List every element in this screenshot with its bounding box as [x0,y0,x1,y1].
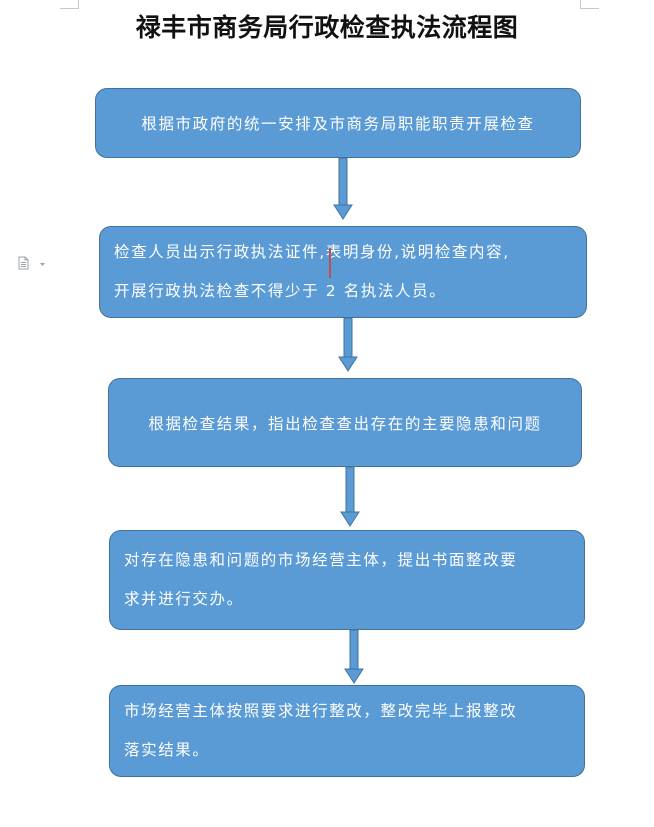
arrow-down-icon [338,318,358,372]
page-title: 禄丰市商务局行政检查执法流程图 [135,13,519,42]
flow-step-5-line-1: 市场经营主体按照要求进行整改，整改完毕上报整改 [124,702,518,720]
flow-step-1-text: 根据市政府的统一安排及市商务局职能职责开展检查 [141,115,535,133]
flow-step-2[interactable]: 检查人员出示行政执法证件,表明身份,说明检查内容, 开展行政执法检查不得少于 2… [99,226,587,318]
flow-step-2-line-1: 检查人员出示行政执法证件,表明身份,说明检查内容, [114,243,510,261]
flow-step-4-line-2: 求并进行交办。 [124,590,244,608]
flow-step-3[interactable]: 根据检查结果，指出检查查出存在的主要隐患和问题 [108,378,582,467]
paste-options-icon[interactable] [18,256,48,270]
flow-step-2-line-2: 开展行政执法检查不得少于 2 名执法人员。 [114,282,447,300]
page-corner-mark-right [580,0,599,9]
flow-step-5-line-2: 落实结果。 [124,741,210,759]
page-corner-mark-left [60,0,79,9]
flow-step-3-text: 根据检查结果，指出检查查出存在的主要隐患和问题 [148,414,542,433]
flow-step-4-line-1: 对存在隐患和问题的市场经营主体，提出书面整改要 [124,551,518,569]
arrow-down-icon [340,467,360,527]
arrow-down-icon [333,158,353,220]
text-cursor [329,248,331,278]
flow-step-4[interactable]: 对存在隐患和问题的市场经营主体，提出书面整改要 求并进行交办。 [109,530,585,630]
flow-step-5[interactable]: 市场经营主体按照要求进行整改，整改完毕上报整改 落实结果。 [109,685,585,777]
flow-step-1[interactable]: 根据市政府的统一安排及市商务局职能职责开展检查 [95,88,581,158]
arrow-down-icon [344,630,364,684]
